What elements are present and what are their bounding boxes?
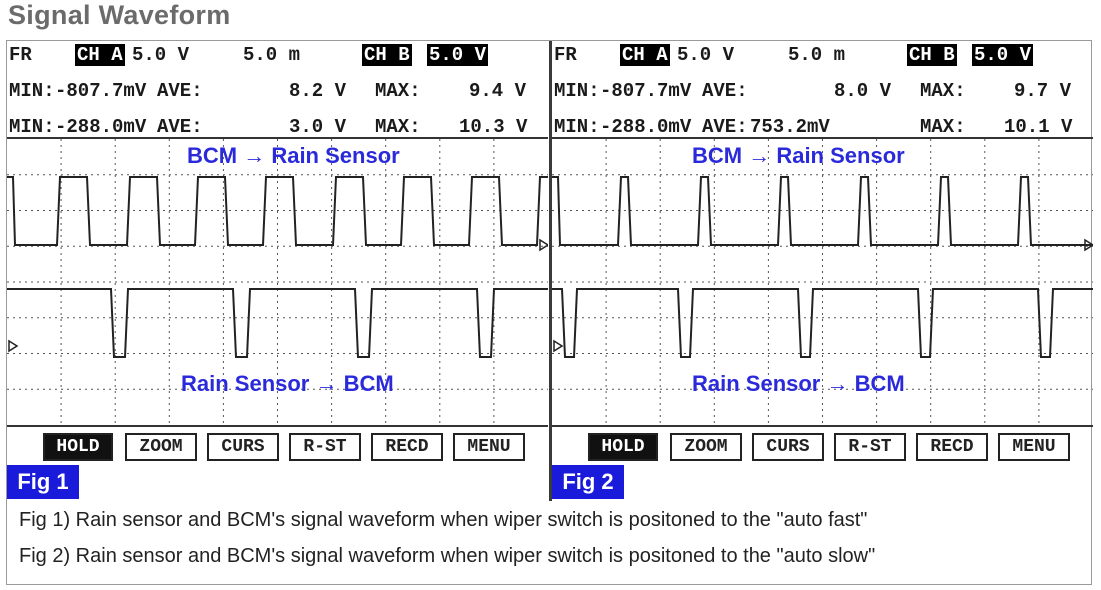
waveform-plot xyxy=(7,139,548,425)
zoom-button[interactable]: ZOOM xyxy=(670,433,742,461)
ave-value: 3.0 V xyxy=(289,116,347,138)
r-st-button[interactable]: R-ST xyxy=(289,433,361,461)
scope-button-bar: HOLD ZOOM CURS R-ST RECD MENU xyxy=(552,431,1093,465)
trace-bcm-to-rain-sensor xyxy=(7,176,548,246)
recd-button[interactable]: RECD xyxy=(916,433,988,461)
ch-b-badge: CH B xyxy=(362,44,412,66)
ave-label: AVE: xyxy=(702,116,748,138)
min-label: MIN: xyxy=(9,80,55,102)
scope-divider xyxy=(549,41,552,501)
stats-row-ch-b: MIN: -288.0mV AVE: 753.2mV MAX: 10.1 V xyxy=(552,113,1093,141)
trace-bcm-to-rain-sensor xyxy=(552,176,1093,246)
figure-frame: FR CH A 5.0 V 5.0 m CH B 5.0 V MIN: -807… xyxy=(6,40,1093,585)
waveform-screen: BCM → Rain Sensor Rain Sensor → BCM xyxy=(7,137,548,427)
ch-b-volt: 5.0 V xyxy=(972,44,1034,66)
time-div: 5.0 m xyxy=(788,44,846,66)
scope-button-bar: HOLD ZOOM CURS R-ST RECD MENU xyxy=(7,431,548,465)
ch-b-volt: 5.0 V xyxy=(427,44,489,66)
min-label: MIN: xyxy=(554,80,600,102)
curs-button[interactable]: CURS xyxy=(207,433,279,461)
recd-button[interactable]: RECD xyxy=(371,433,443,461)
ch-a-marker-icon xyxy=(1084,238,1093,252)
fig-tag: Fig 2 xyxy=(552,465,624,499)
min-value: -288.0mV xyxy=(600,116,692,138)
min-label: MIN: xyxy=(554,116,600,138)
min-value: -288.0mV xyxy=(55,116,147,138)
label-bcm-to-rain-sensor: BCM → Rain Sensor xyxy=(187,143,400,168)
mode-label: FR xyxy=(554,44,577,66)
max-value: 10.1 V xyxy=(1004,116,1073,138)
scope-fig2: FR CH A 5.0 V 5.0 m CH B 5.0 V MIN: -807… xyxy=(552,41,1093,501)
waveform-plot xyxy=(552,139,1093,425)
fig-tag: Fig 1 xyxy=(7,465,79,499)
max-label: MAX: xyxy=(375,80,421,102)
page-title: Signal Waveform xyxy=(8,0,231,30)
trace-rain-sensor-to-bcm xyxy=(7,288,548,358)
ave-label: AVE: xyxy=(157,116,203,138)
mode-label: FR xyxy=(9,44,32,66)
stats-row-ch-a: MIN: -807.7mV AVE: 8.0 V MAX: 9.7 V xyxy=(552,77,1093,105)
ch-b-badge: CH B xyxy=(907,44,957,66)
max-value: 9.7 V xyxy=(1014,80,1072,102)
zoom-button[interactable]: ZOOM xyxy=(125,433,197,461)
caption-fig2: Fig 2) Rain sensor and BCM's signal wave… xyxy=(19,545,876,567)
hold-button[interactable]: HOLD xyxy=(43,433,113,461)
label-rain-sensor-to-bcm: Rain Sensor → BCM xyxy=(692,371,905,396)
scope-header-settings: FR CH A 5.0 V 5.0 m CH B 5.0 V xyxy=(7,41,548,69)
max-label: MAX: xyxy=(920,80,966,102)
ch-a-volt: 5.0 V xyxy=(677,44,735,66)
time-div: 5.0 m xyxy=(243,44,301,66)
ave-value: 8.0 V xyxy=(834,80,892,102)
ave-value: 753.2mV xyxy=(750,116,830,138)
caption-fig1: Fig 1) Rain sensor and BCM's signal wave… xyxy=(19,509,868,531)
max-label: MAX: xyxy=(920,116,966,138)
label-bcm-to-rain-sensor: BCM → Rain Sensor xyxy=(692,143,905,168)
menu-button[interactable]: MENU xyxy=(998,433,1070,461)
curs-button[interactable]: CURS xyxy=(752,433,824,461)
min-label: MIN: xyxy=(9,116,55,138)
min-value: -807.7mV xyxy=(600,80,692,102)
ch-b-marker-icon xyxy=(553,339,564,353)
scope-header-settings: FR CH A 5.0 V 5.0 m CH B 5.0 V xyxy=(552,41,1093,69)
ave-value: 8.2 V xyxy=(289,80,347,102)
trace-rain-sensor-to-bcm xyxy=(552,288,1093,358)
ch-a-badge: CH A xyxy=(75,44,125,66)
ch-a-badge: CH A xyxy=(620,44,670,66)
max-value: 10.3 V xyxy=(459,116,528,138)
max-label: MAX: xyxy=(375,116,421,138)
ave-label: AVE: xyxy=(157,80,203,102)
waveform-screen: BCM → Rain Sensor Rain Sensor → BCM xyxy=(552,137,1093,427)
hold-button[interactable]: HOLD xyxy=(588,433,658,461)
r-st-button[interactable]: R-ST xyxy=(834,433,906,461)
menu-button[interactable]: MENU xyxy=(453,433,525,461)
ch-b-marker-icon xyxy=(8,339,19,353)
label-rain-sensor-to-bcm: Rain Sensor → BCM xyxy=(181,371,394,396)
ave-label: AVE: xyxy=(702,80,748,102)
min-value: -807.7mV xyxy=(55,80,147,102)
scope-fig1: FR CH A 5.0 V 5.0 m CH B 5.0 V MIN: -807… xyxy=(7,41,548,501)
ch-a-marker-icon xyxy=(539,238,548,252)
ch-a-volt: 5.0 V xyxy=(132,44,190,66)
max-value: 9.4 V xyxy=(469,80,527,102)
stats-row-ch-b: MIN: -288.0mV AVE: 3.0 V MAX: 10.3 V xyxy=(7,113,548,141)
stats-row-ch-a: MIN: -807.7mV AVE: 8.2 V MAX: 9.4 V xyxy=(7,77,548,105)
